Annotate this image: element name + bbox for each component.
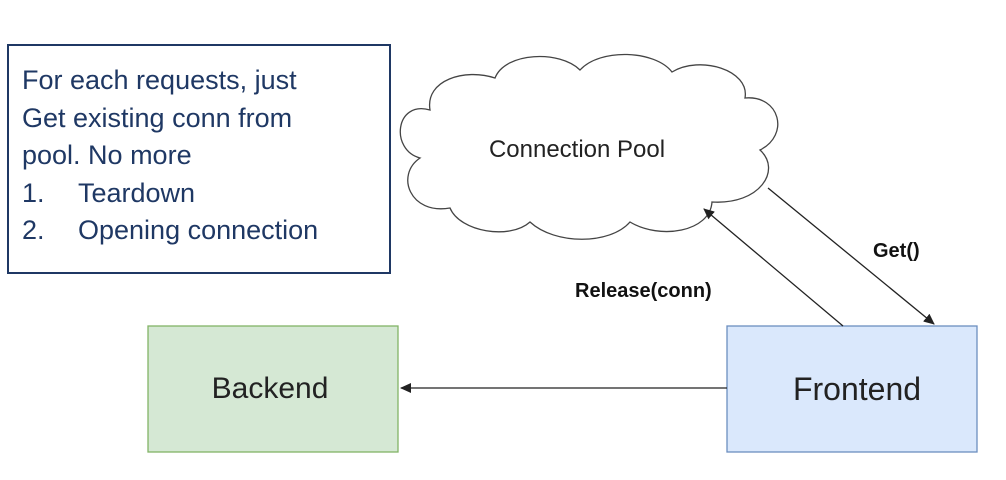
connection-pool-label: Connection Pool bbox=[489, 136, 665, 163]
list-number: 2. bbox=[22, 215, 45, 245]
frontend-node bbox=[726, 325, 978, 453]
get-arrow bbox=[767, 187, 935, 325]
backend-node bbox=[147, 325, 399, 453]
release-label: Release(conn) bbox=[575, 280, 712, 302]
list-number: 1. bbox=[22, 177, 45, 208]
note-list: 1. Teardown 2. Opening connection bbox=[22, 175, 389, 250]
backend-label: Backend bbox=[212, 372, 329, 405]
list-text: Opening connection bbox=[78, 215, 319, 245]
get-label: Get() bbox=[873, 240, 920, 262]
list-text: Teardown bbox=[78, 177, 196, 208]
explanation-note: For each requests, just Get existing con… bbox=[7, 44, 391, 274]
connection-pool-cloud bbox=[399, 53, 779, 240]
release-arrow bbox=[703, 208, 844, 327]
note-line-2: Get existing conn from bbox=[22, 102, 293, 133]
note-line-3: pool. No more bbox=[22, 140, 192, 170]
frontend-label: Frontend bbox=[793, 371, 921, 407]
note-line-1: For each requests, just bbox=[22, 65, 297, 95]
note-list-item: 2. Opening connection bbox=[22, 212, 389, 250]
note-list-item: 1. Teardown bbox=[22, 175, 389, 213]
